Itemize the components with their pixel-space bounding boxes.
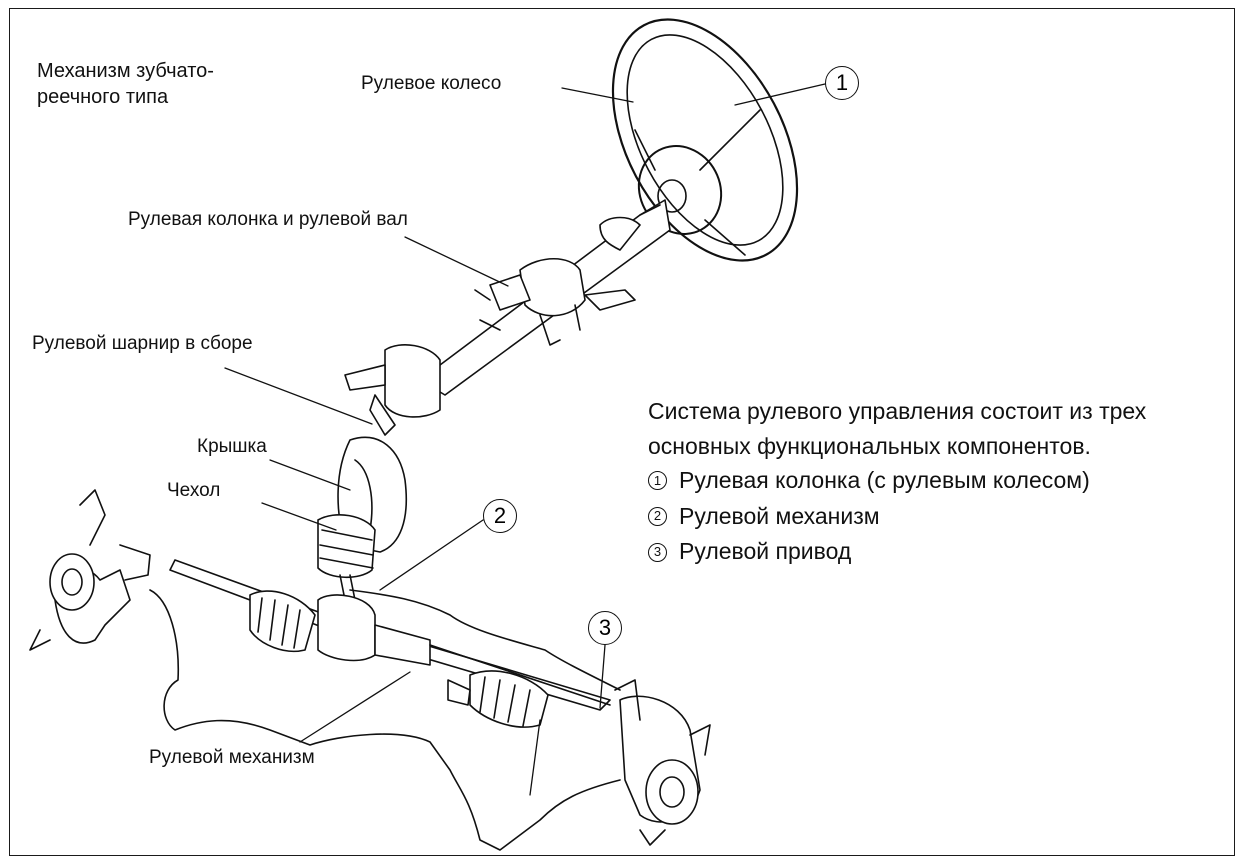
legend-heading-2: основных функциональных компонентов. xyxy=(648,429,1146,464)
legend: Система рулевого управления состоит из т… xyxy=(648,394,1146,570)
label-column-and-shaft: Рулевая колонка и рулевой вал xyxy=(128,209,408,231)
title-line-1: Механизм зубчато- xyxy=(37,58,277,84)
legend-number-1: 1 xyxy=(648,471,667,490)
right-knuckle xyxy=(615,680,710,845)
legend-number-2: 2 xyxy=(648,507,667,526)
left-knuckle xyxy=(30,490,150,650)
steering-rack xyxy=(170,560,610,727)
steering-column xyxy=(345,200,670,435)
legend-text-3: Рулевой привод xyxy=(679,534,851,570)
legend-text-2: Рулевой механизм xyxy=(679,499,880,535)
callout-3: 3 xyxy=(588,611,622,645)
callout-2: 2 xyxy=(483,499,517,533)
legend-number-3: 3 xyxy=(648,543,667,562)
diagram-title: Механизм зубчато- реечного типа xyxy=(37,58,277,110)
callout-1: 1 xyxy=(825,66,859,100)
label-steering-wheel: Рулевое колесо xyxy=(361,73,501,95)
legend-text-1: Рулевая колонка (с рулевым колесом) xyxy=(679,463,1090,499)
label-boot: Чехол xyxy=(167,480,220,502)
label-steering-gear: Рулевой механизм xyxy=(149,747,315,769)
legend-item-2: 2 Рулевой механизм xyxy=(648,499,1146,535)
legend-heading-1: Система рулевого управления состоит из т… xyxy=(648,394,1146,429)
legend-item-3: 3 Рулевой привод xyxy=(648,534,1146,570)
label-joint-assembly: Рулевой шарнир в сборе xyxy=(32,333,253,355)
cover-and-boot xyxy=(318,437,406,600)
legend-item-1: 1 Рулевая колонка (с рулевым колесом) xyxy=(648,463,1146,499)
title-line-2: реечного типа xyxy=(37,84,277,110)
label-cover: Крышка xyxy=(197,436,267,458)
